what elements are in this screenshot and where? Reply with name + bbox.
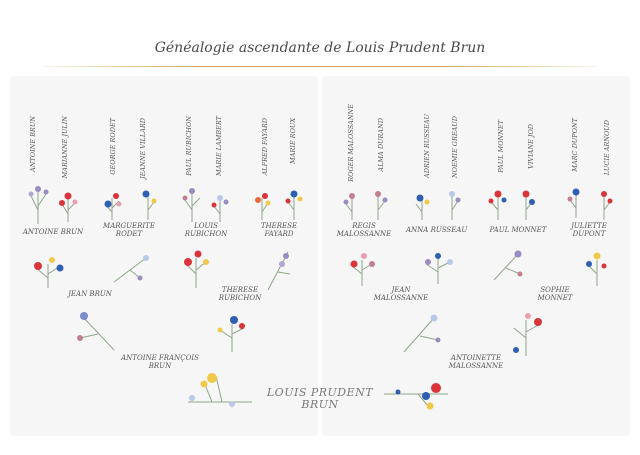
ancestor-antoine-brun-gen3: ANTOINE BRUN bbox=[22, 228, 84, 236]
ancestor-marianne-julin: MARIANNE JULIN bbox=[61, 116, 69, 179]
flower-bouquet-icon bbox=[267, 251, 291, 291]
ancestor-juliette-dupont: JULIETTE DUPONT bbox=[571, 222, 607, 239]
flower-bouquet-icon bbox=[182, 188, 201, 222]
flower-bouquet-icon bbox=[343, 193, 355, 220]
ancestor-marc-dupont: MARC DUPONT bbox=[571, 118, 579, 172]
ancestor-viviane-jod: VIVIANE JOD bbox=[527, 124, 535, 169]
ancestor-louis-rubichon: LOUIS RUBICHON bbox=[184, 222, 228, 239]
page-title: Généalogie ascendante de Louis Prudent B… bbox=[154, 40, 486, 56]
root-person-name: LOUIS PRUDENT BRUN bbox=[266, 386, 374, 412]
maternal-panel bbox=[322, 76, 630, 436]
ancestor-roger-malossanne: ROGER MALOSSANNE bbox=[347, 104, 355, 182]
ancestor-therese-fayard: THERESE FAYARD bbox=[260, 222, 298, 239]
ancestor-adrien-russeau: ADRIEN RUSSEAU bbox=[423, 114, 431, 178]
ancestor-marie-lambert: MARIE LAMBERT bbox=[215, 116, 223, 176]
ancestor-marie-roux: MARIE ROUX bbox=[289, 118, 297, 164]
flower-bouquet-icon bbox=[28, 186, 49, 224]
flower-bouquet-icon bbox=[184, 250, 209, 288]
ancestor-therese-rubichon: THERESE RUBICHON bbox=[218, 286, 262, 303]
ancestor-paul-monnet: PAUL MONNET bbox=[497, 120, 505, 173]
ancestor-anna-russeau: ANNA RUSSEAU bbox=[406, 226, 468, 234]
ancestor-jeanne-villard: JEANNE VILLARD bbox=[139, 118, 147, 179]
flower-bouquet-icon bbox=[403, 314, 441, 353]
ancestor-paul-monnet-gen3: PAUL MONNET bbox=[489, 226, 547, 234]
flower-bouquet-icon bbox=[255, 193, 271, 220]
flower-bouquet-icon bbox=[34, 257, 64, 288]
flower-bouquet-icon bbox=[104, 193, 122, 220]
flower-bouquet-icon bbox=[211, 195, 229, 222]
ancestor-alma-durand: ALMA DURAND bbox=[377, 118, 385, 172]
flower-bouquet-icon bbox=[488, 190, 507, 220]
flower-bouquet-icon bbox=[285, 190, 303, 220]
flower-bouquet-icon bbox=[449, 191, 461, 220]
flower-bouquet-icon bbox=[142, 190, 157, 220]
flower-bouquet-icon bbox=[384, 383, 448, 410]
ancestor-george-rodet: GEORGE RODET bbox=[109, 118, 117, 175]
flower-bouquet-icon bbox=[425, 253, 453, 284]
title-divider bbox=[42, 66, 598, 67]
flower-bouquet-icon bbox=[415, 194, 430, 220]
flower-bouquet-icon bbox=[493, 250, 523, 281]
flower-bouquet-icon bbox=[113, 255, 149, 283]
ancestor-regis-malossanne: REGIS MALOSSANNE bbox=[336, 222, 392, 239]
flower-bouquet-icon bbox=[188, 373, 252, 407]
ancestor-noemie-greaud: NOEMIE GREAUD bbox=[451, 116, 459, 179]
ancestor-jean-brun: JEAN BRUN bbox=[68, 290, 112, 298]
flower-bouquet-icon bbox=[522, 190, 535, 220]
paternal-panel bbox=[10, 76, 318, 436]
ancestor-jean-malossanne: JEAN MALOSSANNE bbox=[373, 286, 429, 303]
flower-bouquet-icon bbox=[586, 252, 607, 286]
ancestor-marguerite-rodet: MARGUERITE RODET bbox=[103, 222, 155, 239]
flower-bouquet-icon bbox=[513, 313, 542, 356]
ancestor-alfred-fayard: ALFRED FAYARD bbox=[261, 118, 269, 176]
flower-bouquet-icon bbox=[601, 191, 613, 220]
flower-bouquet-icon bbox=[77, 312, 115, 351]
flower-bouquet-icon bbox=[350, 253, 375, 286]
ancestor-sophie-monnet: SOPHIE MONNET bbox=[537, 286, 573, 303]
ancestor-lucie-arnoud: LUCIE ARNOUD bbox=[603, 120, 611, 176]
flower-bouquet-icon bbox=[217, 316, 245, 352]
ancestor-antoine-francois-brun: ANTOINE FRANÇOIS BRUN bbox=[121, 354, 199, 371]
ancestor-antoine-brun: ANTOINE BRUN bbox=[29, 116, 37, 172]
ancestor-antoinette-malossanne: ANTOINETTE MALOSSANNE bbox=[448, 354, 504, 371]
flower-bouquet-icon bbox=[375, 191, 388, 220]
flower-bouquet-icon bbox=[59, 192, 78, 222]
flower-bouquet-icon bbox=[567, 188, 580, 218]
ancestor-paul-rubichon: PAUL RUBICHON bbox=[185, 116, 193, 176]
